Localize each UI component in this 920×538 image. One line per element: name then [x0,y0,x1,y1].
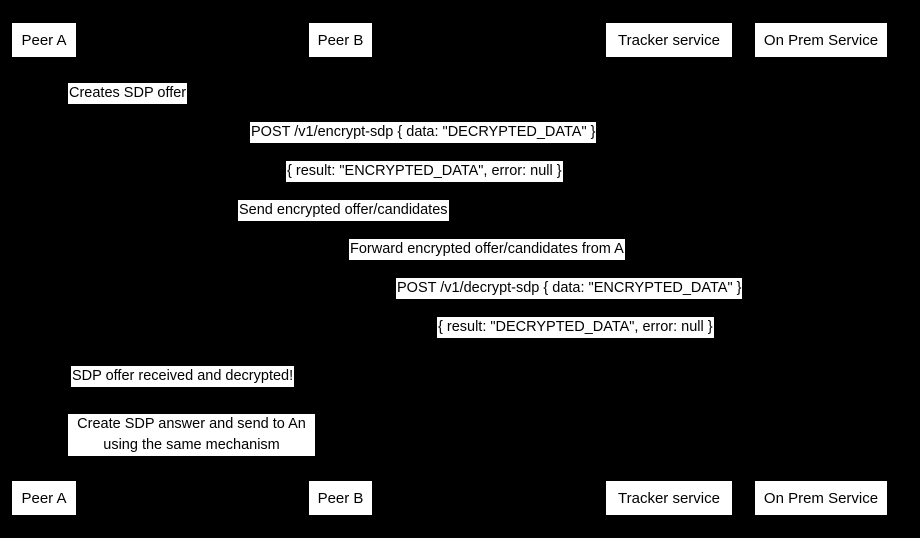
participant-label: Tracker service [618,31,720,49]
message-label-send-encrypted-offer: Send encrypted offer/candidates [238,200,449,221]
message-label-encrypt-sdp-request: POST /v1/encrypt-sdp { data: "DECRYPTED_… [250,122,597,143]
message-label-decrypt-sdp-request: POST /v1/decrypt-sdp { data: "ENCRYPTED_… [396,278,743,299]
lifeline-tracker-service [669,58,670,480]
arrow-send-encrypted-offer [44,221,669,222]
message-label-creates-sdp-offer: Creates SDP offer [68,83,188,104]
arrow-decrypt-sdp-request [340,299,821,300]
message-label-sdp-offer-received: SDP offer received and decrypted! [71,366,295,387]
note-create-sdp-answer-note: Create SDP answer and send to An using th… [68,414,315,456]
participant-label: Peer B [317,31,364,49]
message-label-decrypt-sdp-response: { result: "DECRYPTED_DATA", error: null … [437,317,714,338]
participant-label: Peer A [21,31,67,49]
arrow-decrypt-sdp-response [340,338,821,339]
participant-label: Tracker service [618,489,720,507]
arrow-forward-encrypted-offer [340,260,669,261]
note-line: using the same mechanism [103,437,280,453]
lifeline-peer-a [44,58,45,480]
participant-peer-a-top[interactable]: Peer A [11,22,77,58]
note-line: Create SDP answer and send to An [77,416,306,432]
participant-on-prem-service-top[interactable]: On Prem Service [754,22,888,58]
participant-tracker-service-top[interactable]: Tracker service [605,22,733,58]
arrow-encrypt-sdp-request [44,143,821,144]
participant-tracker-service-bottom[interactable]: Tracker service [605,480,733,516]
participant-label: On Prem Service [763,489,879,507]
participant-label: On Prem Service [763,31,879,49]
message-label-forward-encrypted-offer: Forward encrypted offer/candidates from … [349,239,625,260]
message-label-encrypt-sdp-response: { result: "ENCRYPTED_DATA", error: null … [286,161,563,182]
lifeline-peer-b [340,58,341,480]
participant-label: Peer B [317,489,364,507]
participant-on-prem-service-bottom[interactable]: On Prem Service [754,480,888,516]
participant-peer-b-top[interactable]: Peer B [308,22,373,58]
participant-label: Peer A [21,489,67,507]
participant-peer-a-bottom[interactable]: Peer A [11,480,77,516]
lifeline-on-prem-service [821,58,822,480]
arrow-encrypt-sdp-response [44,182,821,183]
participant-peer-b-bottom[interactable]: Peer B [308,480,373,516]
